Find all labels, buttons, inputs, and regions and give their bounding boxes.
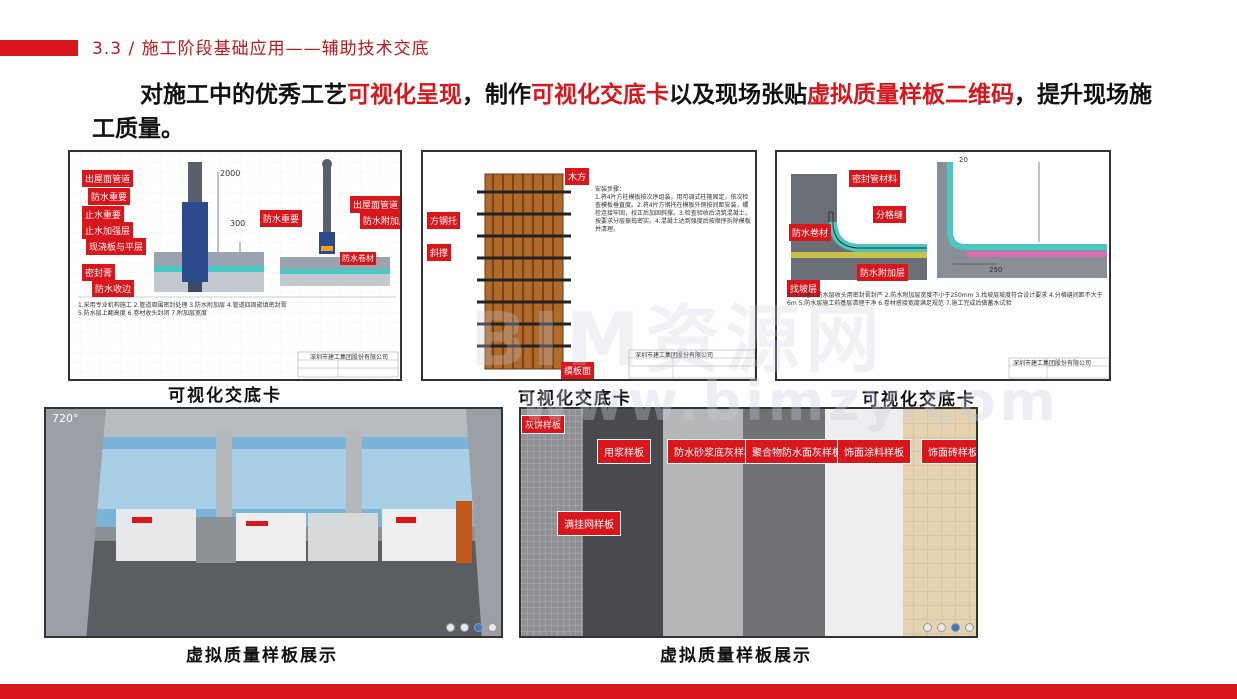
control-gyro-icon[interactable]: [951, 623, 960, 632]
intro-text-1: 对施工中的优秀工艺: [140, 81, 347, 108]
control-view-icon[interactable]: [460, 623, 469, 632]
sample-tag[interactable]: 满挂网样板: [557, 511, 621, 536]
card1-label: 防水重要: [88, 188, 131, 205]
intro-highlight-3: 虚拟质量样板二维码: [807, 81, 1014, 108]
card1-label: 出屋面管道: [350, 196, 400, 213]
disclosure-card-pipe[interactable]: 出屋面管道 防水重要 止水重要 止水加强层 现浇板与平层 密封膏 防水收边 出屋…: [68, 150, 402, 381]
card3-label: 找坡层: [787, 280, 821, 297]
card1-notes: 1.采用专业机构施工 2.管道周围密封处理 3.防水附加层 4.管道四周嵌填密封…: [78, 302, 287, 317]
control-fullscreen-icon[interactable]: [488, 623, 497, 632]
card3-company: 深圳市建工集团股份有限公司: [1013, 360, 1092, 367]
footer-accent-bar: [0, 684, 1237, 699]
sample-tag[interactable]: 用浆样板: [597, 439, 651, 464]
card2-company: 深圳市建工集团股份有限公司: [635, 352, 714, 359]
sample-tag[interactable]: 灰饼样板: [521, 415, 566, 434]
intro-text-3: 以及现场张贴: [669, 81, 807, 108]
card1-label: 止水重要: [82, 206, 125, 223]
caption-shot-1: 虚拟质量样板展示: [186, 646, 338, 666]
control-info-icon[interactable]: [923, 623, 932, 632]
card1-label: 止水加强层: [82, 222, 134, 239]
disclosure-card-waterproof[interactable]: 密封管材料 防水卷材 分格缝 防水附加层 找坡层 20 250 1.女儿墙上防水…: [775, 150, 1111, 381]
control-view-icon[interactable]: [937, 623, 946, 632]
card1-dim: 300: [230, 219, 246, 228]
virtual-sample-layers[interactable]: 灰饼样板 用浆样板 防水砂浆底灰样板 聚合物防水面灰样板 饰面涂料样板 饰面砖样…: [519, 407, 978, 638]
card2-label: 方钢托: [427, 212, 461, 229]
card3-label: 密封管材料: [849, 170, 901, 187]
control-info-icon[interactable]: [446, 623, 455, 632]
card3-dim: 20: [959, 156, 968, 164]
panorama-scene: [46, 409, 501, 636]
control-fullscreen-icon[interactable]: [965, 623, 974, 632]
card1-label: 防水附加层: [360, 212, 400, 229]
card2-label: 木方: [565, 168, 590, 185]
card1-label: 防水收边: [92, 280, 135, 297]
control-gyro-icon[interactable]: [474, 623, 483, 632]
waterproof-drawing: [785, 162, 1109, 379]
sample-tag[interactable]: 聚合物防水面灰样板: [745, 439, 849, 464]
header-accent-bar: [0, 40, 78, 56]
card2-notes: 安装步骤：1.将4片方柱模板按次序组装，用可调式柱箍固定，依次检查模板垂直度。2…: [595, 186, 751, 233]
card1-label: 防水重要: [260, 210, 303, 227]
card3-label: 防水卷材: [789, 224, 832, 241]
card1-company: 深圳市建工集团股份有限公司: [310, 354, 389, 361]
intro-highlight-2: 可视化交底卡: [531, 81, 669, 108]
intro-text-4: ，提升现场施工质量。: [92, 81, 1152, 142]
formwork-drawing: [477, 173, 755, 379]
sample-tag[interactable]: 饰面砖样板: [921, 439, 976, 464]
card1-label: 密封膏: [82, 264, 116, 281]
caption-card-2: 可视化交底卡: [518, 389, 632, 409]
intro-text-2: ，制作: [462, 81, 531, 108]
caption-card-1: 可视化交底卡: [168, 386, 282, 406]
sample-tag[interactable]: 饰面涂料样板: [837, 439, 911, 464]
card1-label: 防水卷材: [340, 252, 376, 265]
caption-shot-2: 虚拟质量样板展示: [660, 646, 812, 666]
virtual-sample-panorama[interactable]: 720°: [44, 407, 503, 638]
zoom-readout: 720°: [52, 412, 79, 425]
disclosure-card-formwork[interactable]: 木方 方钢托 斜撑 模板面 安装步骤：1.将4片方柱模板按次序组装，用可调式柱箍…: [421, 150, 757, 381]
card1-label: 出屋面管道: [82, 170, 134, 187]
card3-label: 防水附加层: [857, 264, 909, 281]
card2-label: 斜撑: [427, 244, 452, 261]
card3-dim: 250: [989, 266, 1003, 274]
card3-notes: 1.女儿墙上防水层收头用密封膏封严 2.防水附加层宽度不小于250mm 3.找坡…: [787, 292, 1103, 307]
card1-label: 现浇板与平层: [86, 238, 147, 255]
card3-label: 分格缝: [873, 206, 907, 223]
card1-dim: 2000: [220, 169, 241, 178]
intro-highlight-1: 可视化呈现: [347, 81, 462, 108]
intro-paragraph: 对施工中的优秀工艺可视化呈现，制作可视化交底卡以及现场张贴虚拟质量样板二维码，提…: [92, 78, 1172, 146]
caption-card-3: 可视化交底卡: [862, 390, 976, 410]
section-title: 3.3 / 施工阶段基础应用——辅助技术交底: [92, 39, 430, 59]
card2-label: 模板面: [561, 362, 595, 379]
card2-notes-title: 安装步骤：: [595, 186, 626, 193]
